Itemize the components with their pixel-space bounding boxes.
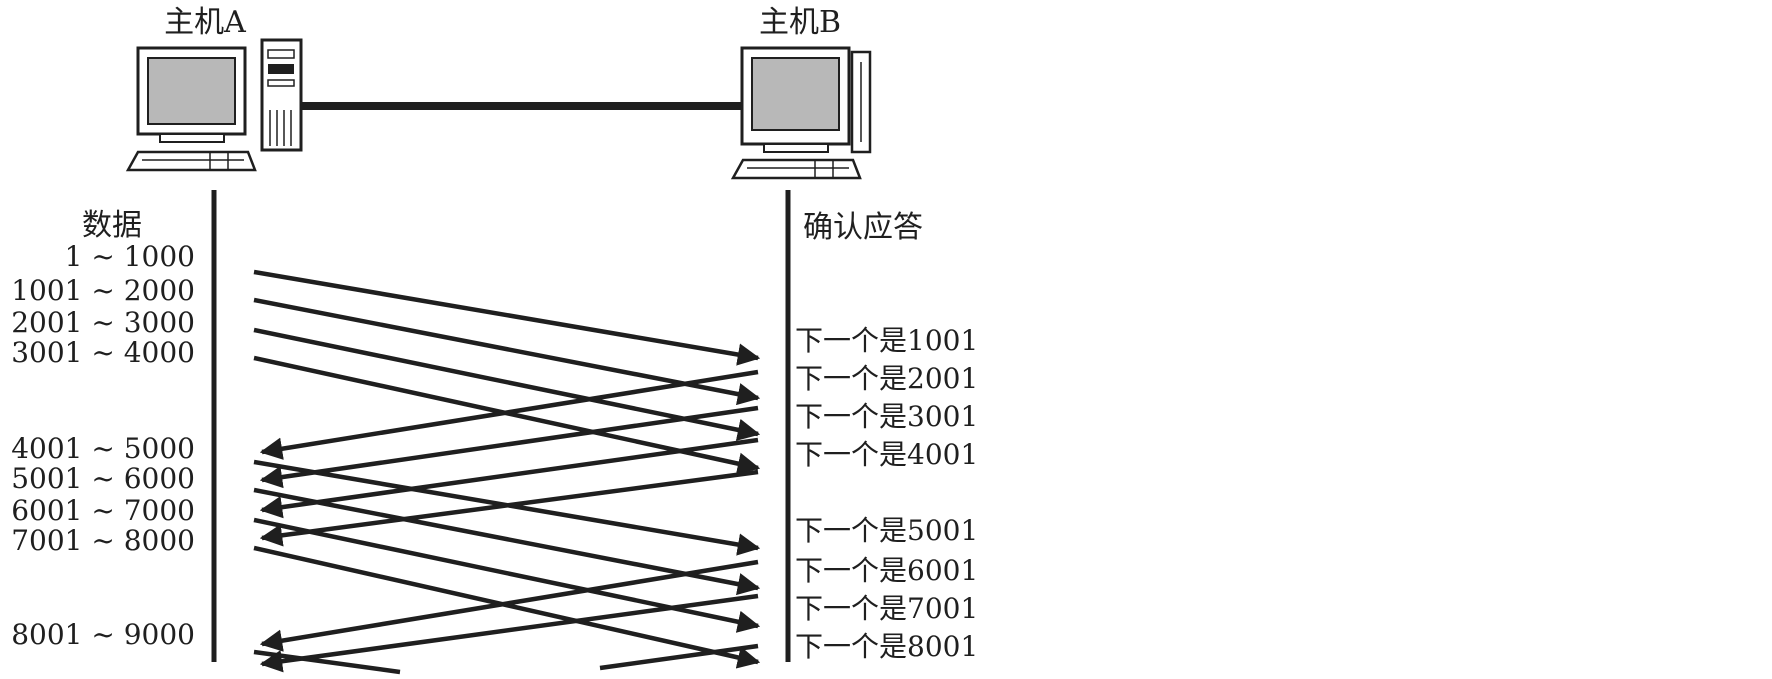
data-segment-label: 4001 ~ 5000 <box>11 432 195 465</box>
host-a-computer-icon <box>125 38 303 172</box>
ack-labels: 下一个是1001 下一个是2001 下一个是3001 下一个是4001 下一个是5001… <box>795 324 978 663</box>
data-segment-label: 2001 ~ 3000 <box>11 306 195 339</box>
host-b-computer-icon <box>730 46 872 180</box>
ack-arrow-partial <box>599 643 759 671</box>
data-segment-label: 7001 ~ 8000 <box>11 524 195 557</box>
data-segment-label: 3001 ~ 4000 <box>11 336 195 369</box>
ack-arrow <box>259 437 759 519</box>
ack-label: 下一个是7001 <box>795 592 978 625</box>
ack-arrow <box>259 593 759 673</box>
data-segment-arrow <box>253 297 761 406</box>
ack-arrow <box>259 559 759 652</box>
data-segment-arrow <box>253 327 761 441</box>
ack-arrow <box>259 405 759 489</box>
ack-label: 下一个是4001 <box>795 438 978 471</box>
data-segment-label: 5001 ~ 6000 <box>11 462 195 495</box>
ack-label: 下一个是3001 <box>795 400 978 433</box>
ack-label: 下一个是8001 <box>795 630 978 663</box>
ack-label: 下一个是6001 <box>795 554 978 587</box>
ack-arrow <box>259 369 759 460</box>
ack-column-heading: 确认应答 <box>803 210 923 245</box>
ack-arrow <box>259 469 759 547</box>
ack-label: 下一个是2001 <box>795 362 978 395</box>
host-b-label: 主机B <box>759 5 841 40</box>
data-segment-arrow <box>253 487 761 596</box>
data-column-heading: 数据 <box>82 208 142 243</box>
data-segment-arrow-partial <box>253 649 401 675</box>
data-segment-label: 1 ~ 1000 <box>65 240 195 273</box>
host-a-label: 主机A <box>164 5 246 40</box>
data-segment-label: 6001 ~ 7000 <box>11 494 195 527</box>
ack-label: 下一个是1001 <box>795 324 978 357</box>
data-segment-label: 8001 ~ 9000 <box>11 618 195 651</box>
transmission-arrows <box>253 269 761 675</box>
ack-label: 下一个是5001 <box>795 514 978 547</box>
data-segment-label: 1001 ~ 2000 <box>11 274 195 307</box>
data-segment-arrow <box>253 269 761 366</box>
